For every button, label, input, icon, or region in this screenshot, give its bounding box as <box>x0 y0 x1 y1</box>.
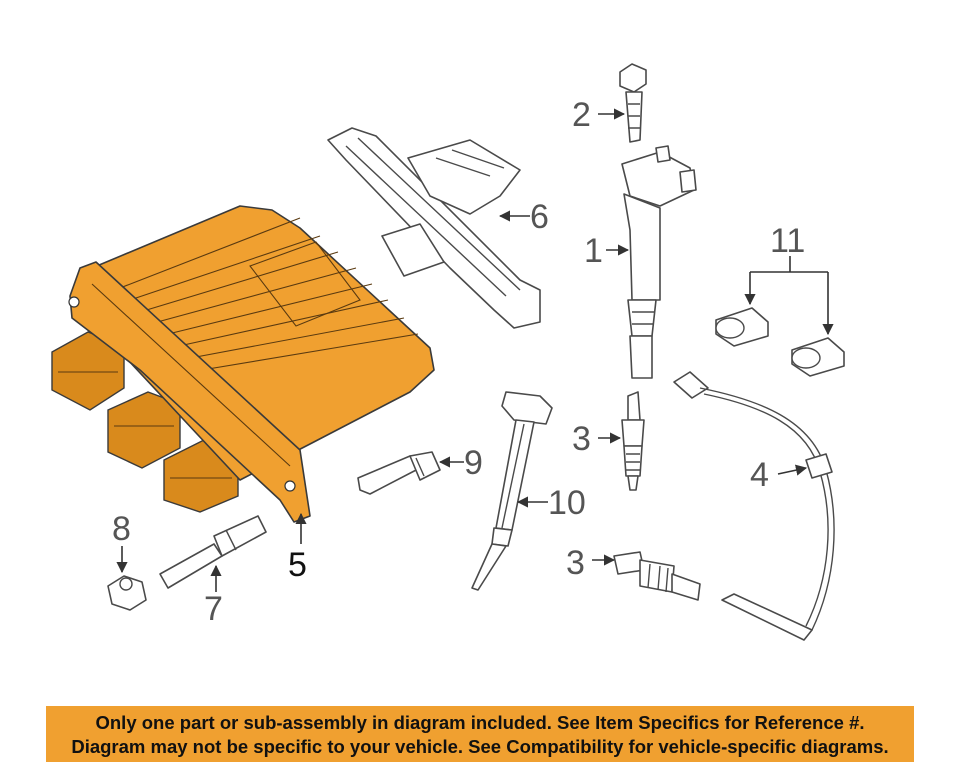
sensor-plug[interactable] <box>357 451 441 495</box>
banner-line-2: Diagram may not be specific to your vehi… <box>71 736 889 757</box>
sensor-cable[interactable] <box>673 371 835 641</box>
banner-line-1: Only one part or sub-assembly in diagram… <box>95 712 865 733</box>
callout-2: 2 <box>572 96 591 134</box>
disclaimer-banner: Only one part or sub-assembly in diagram… <box>46 706 914 762</box>
ecu-module[interactable] <box>51 205 435 523</box>
callout-6: 6 <box>530 198 549 236</box>
spark-plug-vertical[interactable] <box>621 391 645 491</box>
callout-3a: 3 <box>572 420 591 458</box>
ignition-coil[interactable] <box>621 145 697 379</box>
nut[interactable] <box>107 575 147 611</box>
callout-11: 11 <box>770 222 805 260</box>
callout-3b: 3 <box>566 544 585 582</box>
hose-clips[interactable] <box>715 307 845 377</box>
callout-1: 1 <box>584 232 603 270</box>
bolt[interactable] <box>619 63 647 143</box>
ecu-bracket[interactable] <box>327 127 541 329</box>
callout-5: 5 <box>288 546 307 584</box>
callout-7: 7 <box>204 590 223 628</box>
callout-4: 4 <box>750 456 769 494</box>
spark-plug-horizontal[interactable] <box>613 551 701 601</box>
parts-diagram: 5 6 2 1 3 <box>51 63 845 641</box>
callout-8: 8 <box>112 510 131 548</box>
callout-10: 10 <box>548 484 586 522</box>
probe-sensor[interactable] <box>471 391 553 591</box>
stud[interactable] <box>159 515 267 589</box>
callout-9: 9 <box>464 444 483 482</box>
